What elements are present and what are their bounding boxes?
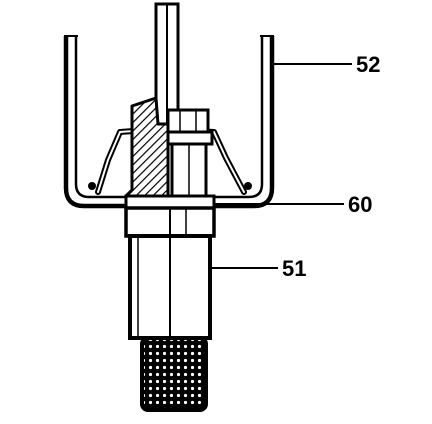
knurled-grip [140,336,208,412]
callout-51: 51 [282,256,306,281]
knurled-tip [140,336,208,412]
nut-top [166,108,210,134]
gasket-part [124,194,216,238]
washer [164,130,214,146]
callout-60: 60 [348,192,372,217]
body-part [128,234,212,340]
rod [154,2,180,126]
cup-corner-mark-left [88,182,96,190]
callout-52: 52 [356,52,380,77]
gasket-ring [124,194,216,210]
cup-corner-mark-right [244,182,252,190]
nut-assembly [164,108,214,200]
callouts: 52 60 51 [210,52,380,281]
